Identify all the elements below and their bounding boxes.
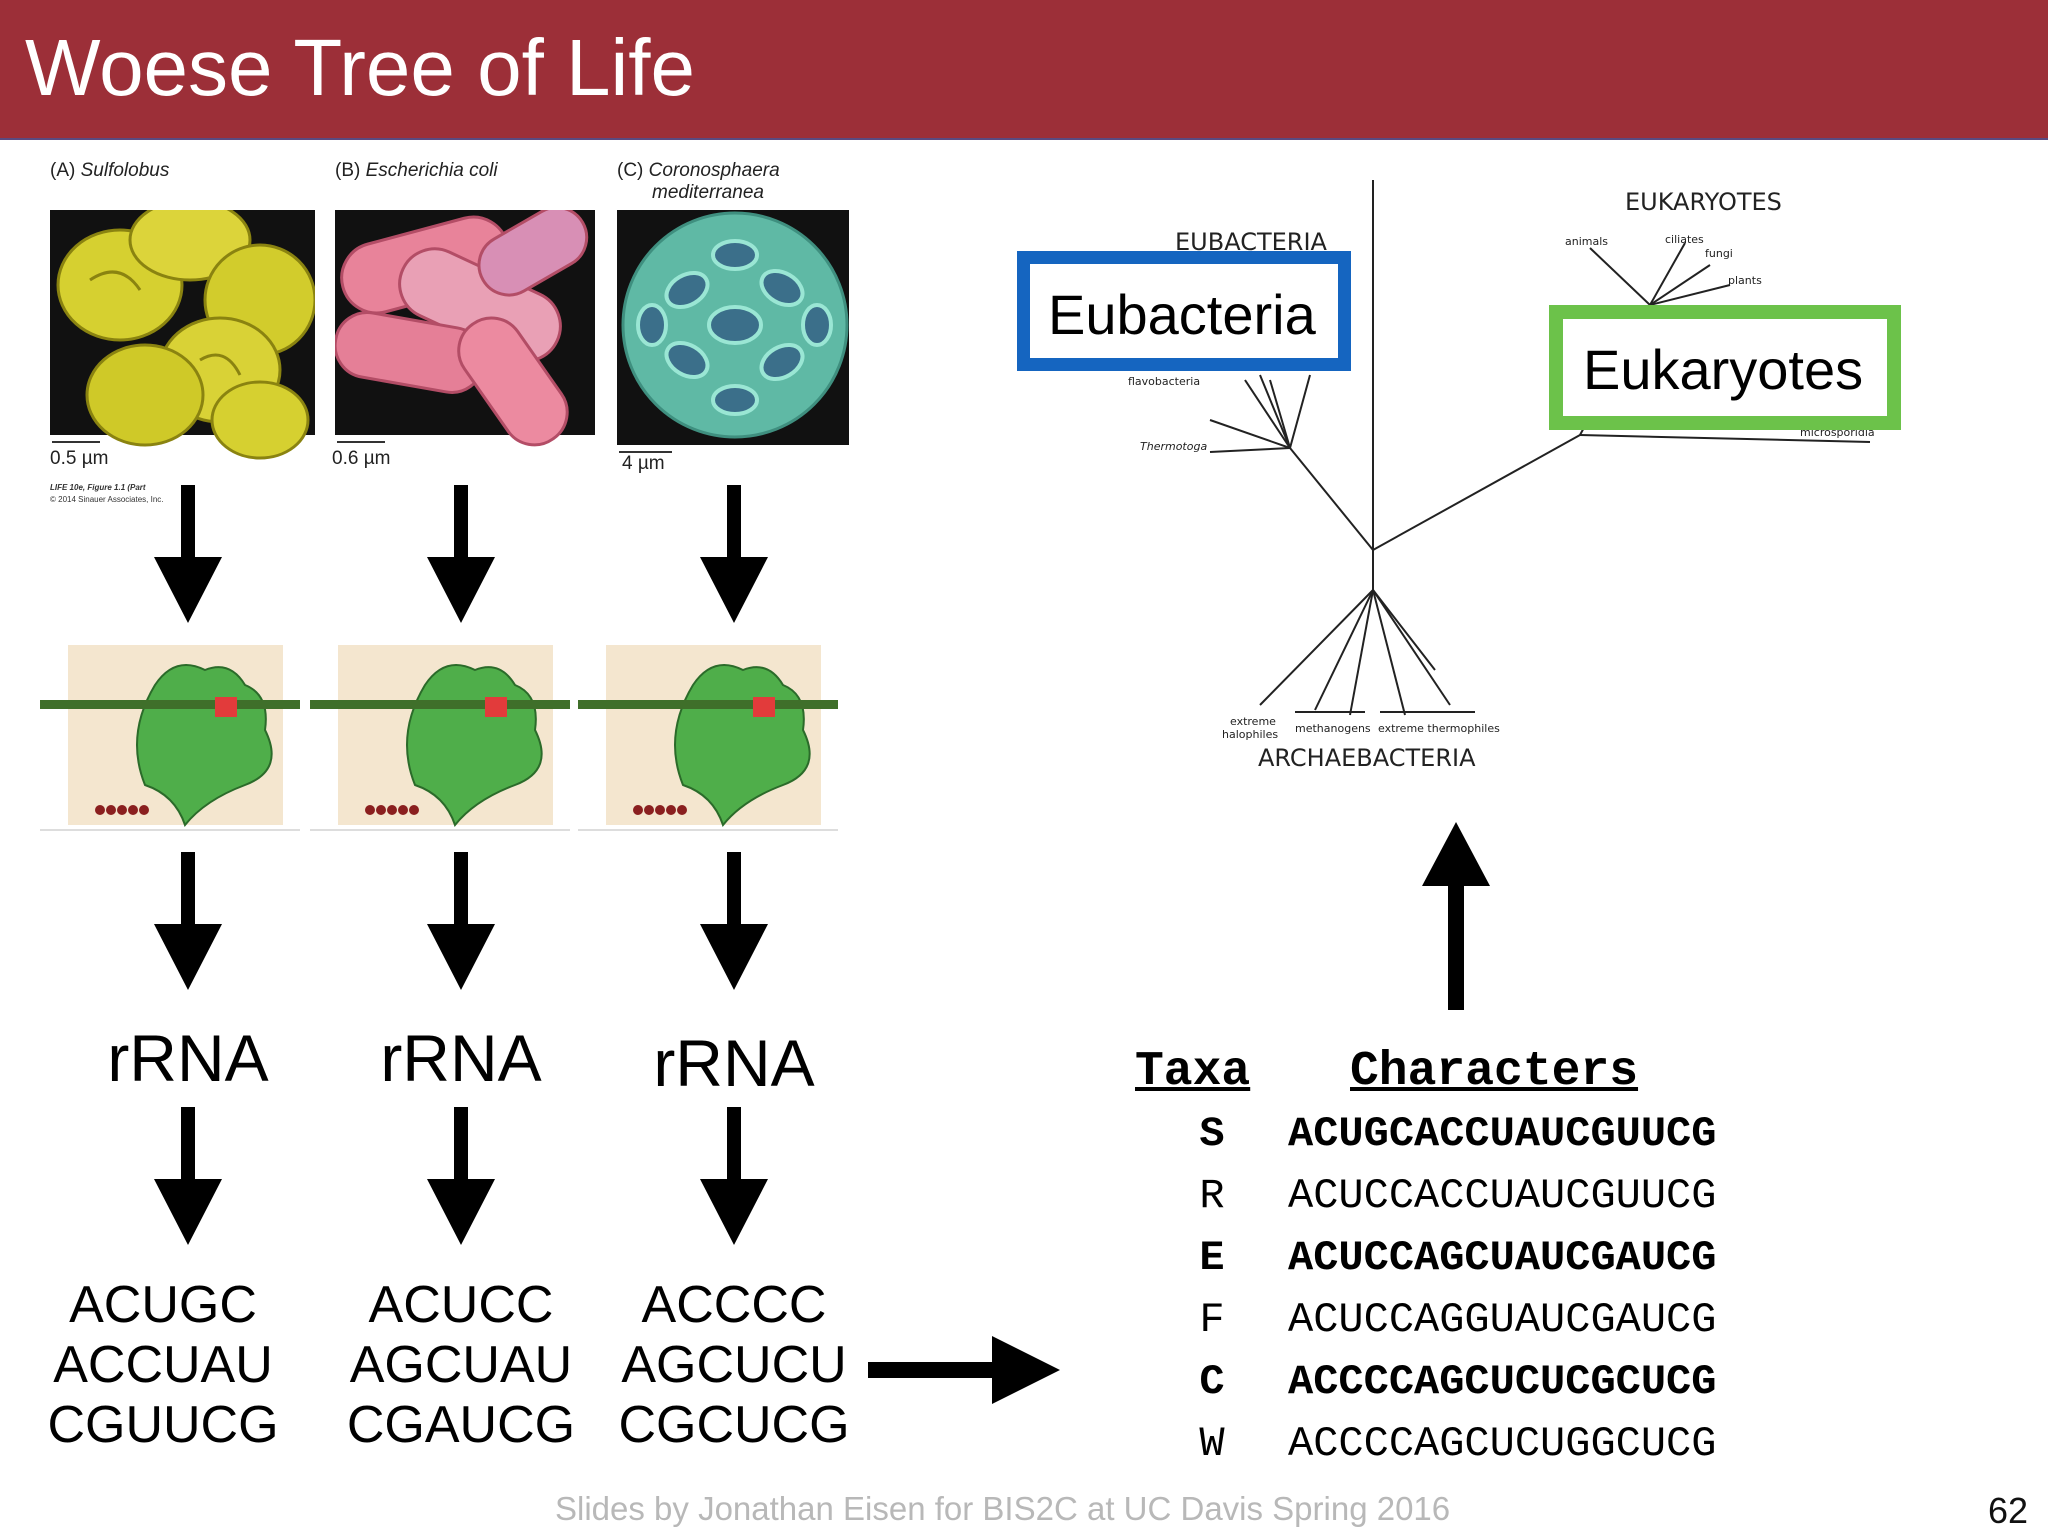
sulfolobus-micrograph — [50, 210, 315, 460]
panel-b-caption: (B) Escherichia coli — [335, 160, 498, 182]
taxon-label: R — [1199, 1172, 1225, 1220]
eubacteria-highlight-label: Eubacteria — [1048, 283, 1316, 346]
sequence-column-3: ACCCC AGCUCU CGCUCG — [584, 1275, 884, 1455]
ribosome-panel-2 — [310, 645, 570, 831]
panel-b-scale: 0.6 µm — [332, 448, 391, 469]
slide-footer: Slides by Jonathan Eisen for BIS2C at UC… — [555, 1490, 1451, 1527]
extreme-thermophiles-label: extreme thermophiles — [1378, 722, 1500, 735]
taxon-label: W — [1199, 1420, 1225, 1468]
archaebacteria-label: ARCHAEBACTERIA — [1258, 744, 1476, 772]
sequence-line: ACUGC — [69, 1276, 257, 1334]
taxon-sequence: ACCCCAGCUCUCGCUCG — [1288, 1358, 1717, 1406]
sequence-line: CGAUCG — [346, 1396, 576, 1454]
panel-c-caption: (C) Coronosphaera — [617, 160, 780, 182]
extreme-label: extreme — [1230, 715, 1276, 728]
taxon-sequence: ACUCCAGGUAUCGAUCG — [1288, 1296, 1717, 1344]
taxon-sequence: ACUGCACCUAUCGUUCG — [1288, 1110, 1717, 1158]
thermotoga-label: Thermotoga — [1140, 440, 1207, 453]
ribosome-panel-1 — [40, 645, 300, 831]
panel-a-caption: (A) Sulfolobus — [50, 160, 169, 182]
methanogens-label: methanogens — [1295, 722, 1371, 735]
coronosphaera-micrograph — [617, 210, 849, 453]
panel-c-scale: 4 µm — [622, 453, 665, 474]
panel-a-scale: 0.5 µm — [50, 448, 109, 469]
arrow-down-1a — [154, 485, 222, 623]
sequence-line: ACUCC — [368, 1276, 554, 1334]
sequence-line: CGCUCG — [618, 1396, 850, 1454]
ecoli-micrograph — [335, 210, 595, 447]
taxa-header: Taxa — [1135, 1045, 1251, 1099]
figure-copyright: © 2014 Sinauer Associates, Inc. — [50, 495, 164, 504]
eukaryotes-highlight-box: Eukaryotes — [1549, 305, 1901, 430]
figure-credit: LIFE 10e, Figure 1.1 (Part — [50, 483, 146, 492]
panel-a-letter: (A) — [50, 160, 76, 181]
taxon-label: F — [1199, 1296, 1225, 1344]
plants-label: plants — [1728, 274, 1762, 287]
rrna-label-2: rRNA — [380, 1021, 542, 1095]
taxon-sequence: ACCCCAGCUCUGGCUCG — [1288, 1420, 1717, 1468]
eubacteria-highlight-box: Eubacteria — [1017, 251, 1351, 371]
sequence-line: AGCUCU — [621, 1336, 847, 1394]
animals-label: animals — [1565, 235, 1608, 248]
page-number: 62 — [1988, 1490, 2029, 1531]
panel-a-organism: Sulfolobus — [80, 160, 170, 181]
arrow-down-3c — [700, 1107, 768, 1245]
arrow-down-1c — [154, 1107, 222, 1245]
rrna-label-3: rRNA — [653, 1026, 815, 1100]
rrna-label-1: rRNA — [107, 1021, 269, 1095]
halophiles-label: halophiles — [1222, 728, 1278, 741]
characters-header: Characters — [1350, 1045, 1639, 1099]
arrow-down-2c — [427, 1107, 495, 1245]
ribosome-panel-3 — [578, 645, 838, 831]
panel-b-organism: Escherichia coli — [365, 160, 498, 181]
panel-c-letter: (C) — [617, 160, 644, 181]
arrow-down-2a — [427, 485, 495, 623]
sequence-column-1: ACUGC ACCUAU CGUUCG — [13, 1275, 313, 1455]
arrow-down-1b — [154, 852, 222, 990]
ciliates-label: ciliates — [1665, 233, 1704, 246]
arrow-down-3b — [700, 852, 768, 990]
taxon-sequence: ACUCCAGCUAUCGAUCG — [1288, 1234, 1717, 1282]
fungi-label: fungi — [1705, 247, 1733, 260]
flavobacteria-label: flavobacteria — [1128, 375, 1200, 388]
taxon-sequence: ACUCCACCUAUCGUUCG — [1288, 1172, 1717, 1220]
sequence-line: ACCCC — [641, 1276, 827, 1334]
taxon-label: E — [1199, 1234, 1225, 1282]
sequence-column-2: ACUCC AGCUAU CGAUCG — [311, 1275, 611, 1455]
sequence-line: AGCUAU — [349, 1336, 573, 1394]
sequence-line: CGUUCG — [47, 1396, 279, 1454]
slide-title: Woese Tree of Life — [25, 23, 695, 112]
panel-b-letter: (B) — [335, 160, 361, 181]
panel-c-caption-line2: mediterranea — [652, 182, 764, 203]
eukaryotes-highlight-label: Eukaryotes — [1583, 338, 1864, 401]
title-bar — [0, 0, 2048, 140]
taxon-label: S — [1199, 1110, 1225, 1158]
arrow-down-2b — [427, 852, 495, 990]
taxon-label: C — [1199, 1358, 1225, 1406]
arrow-down-3a — [700, 485, 768, 623]
panel-c-organism: Coronosphaera — [648, 160, 780, 181]
sequence-line: ACCUAU — [53, 1336, 273, 1394]
eukaryotes-header: EUKARYOTES — [1625, 188, 1782, 216]
